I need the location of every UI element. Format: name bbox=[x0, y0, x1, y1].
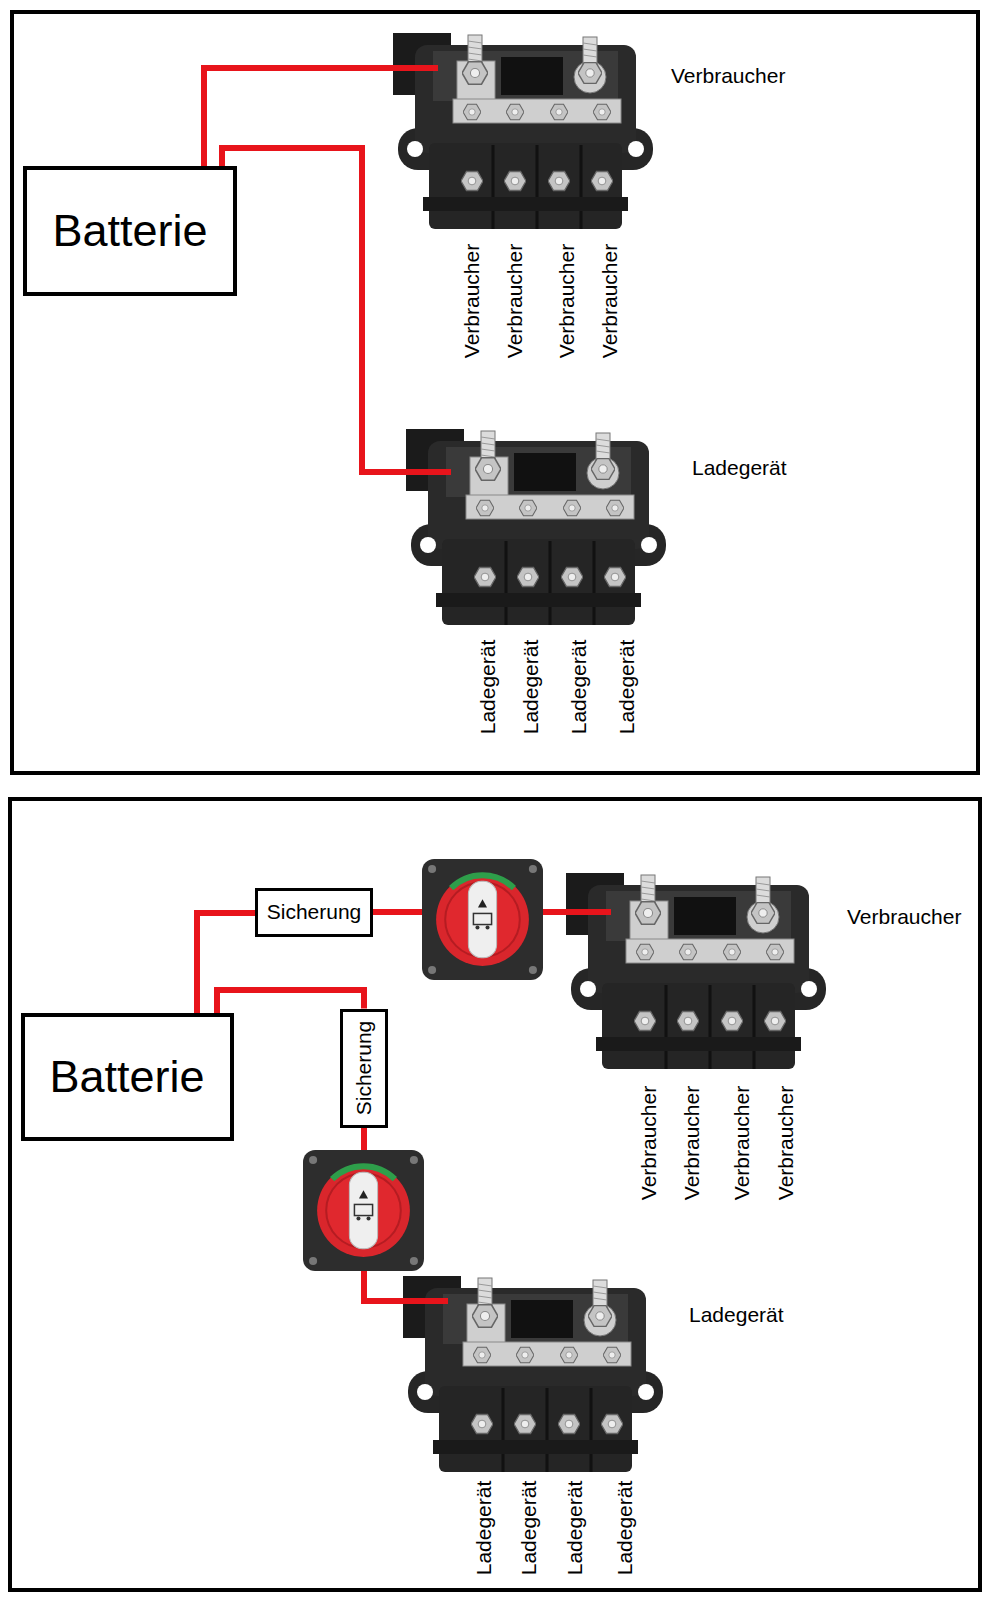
busbar-block: Verbraucher bbox=[611, 873, 831, 1073]
terminal-label: Ladegerät bbox=[519, 640, 543, 735]
busbar-illustration bbox=[393, 33, 653, 229]
busbar-heading: Ladegerät bbox=[689, 1303, 784, 1327]
terminal-label: Verbraucher bbox=[503, 244, 527, 358]
battery-switch bbox=[303, 1150, 424, 1271]
terminal-label: Ladegerät bbox=[563, 1481, 587, 1576]
terminal-label: Verbraucher bbox=[730, 1086, 754, 1200]
terminal-label: Ladegerät bbox=[476, 640, 500, 735]
fuse-label: Sicherung bbox=[267, 900, 362, 924]
power-wire bbox=[222, 148, 451, 472]
battery-switch bbox=[422, 859, 543, 980]
panel-frame bbox=[10, 799, 980, 1590]
terminal-label: Verbraucher bbox=[598, 244, 622, 358]
fuse-label: Sicherung bbox=[352, 1021, 376, 1116]
terminal-label: Ladegerät bbox=[472, 1481, 496, 1576]
busbar-block: Ladegerät bbox=[448, 1276, 668, 1476]
busbar-heading: Verbraucher bbox=[671, 64, 785, 88]
terminal-label: Verbraucher bbox=[774, 1086, 798, 1200]
panel-frame bbox=[12, 12, 978, 773]
busbar-illustration bbox=[406, 429, 666, 625]
busbar-block: Ladegerät bbox=[451, 429, 671, 629]
busbar-illustration bbox=[566, 873, 826, 1069]
busbar-block: Verbraucher bbox=[438, 33, 658, 233]
fuse-box: Sicherung bbox=[340, 1009, 388, 1128]
power-wire bbox=[197, 913, 255, 1013]
battery-box: Batterie bbox=[23, 166, 237, 296]
battery-label: Batterie bbox=[52, 205, 207, 257]
power-wire bbox=[204, 68, 438, 166]
battery-label: Batterie bbox=[49, 1051, 204, 1103]
busbar-heading: Verbraucher bbox=[847, 905, 961, 929]
busbar-illustration bbox=[403, 1276, 663, 1472]
terminal-label: Verbraucher bbox=[460, 244, 484, 358]
terminal-label: Ladegerät bbox=[517, 1481, 541, 1576]
battery-box: Batterie bbox=[21, 1013, 234, 1141]
busbar-heading: Ladegerät bbox=[692, 456, 787, 480]
terminal-label: Ladegerät bbox=[615, 640, 639, 735]
terminal-label: Verbraucher bbox=[555, 244, 579, 358]
terminal-label: Ladegerät bbox=[567, 640, 591, 735]
fuse-box: Sicherung bbox=[255, 888, 373, 937]
terminal-label: Ladegerät bbox=[613, 1481, 637, 1576]
terminal-label: Verbraucher bbox=[680, 1086, 704, 1200]
terminal-label: Verbraucher bbox=[637, 1086, 661, 1200]
